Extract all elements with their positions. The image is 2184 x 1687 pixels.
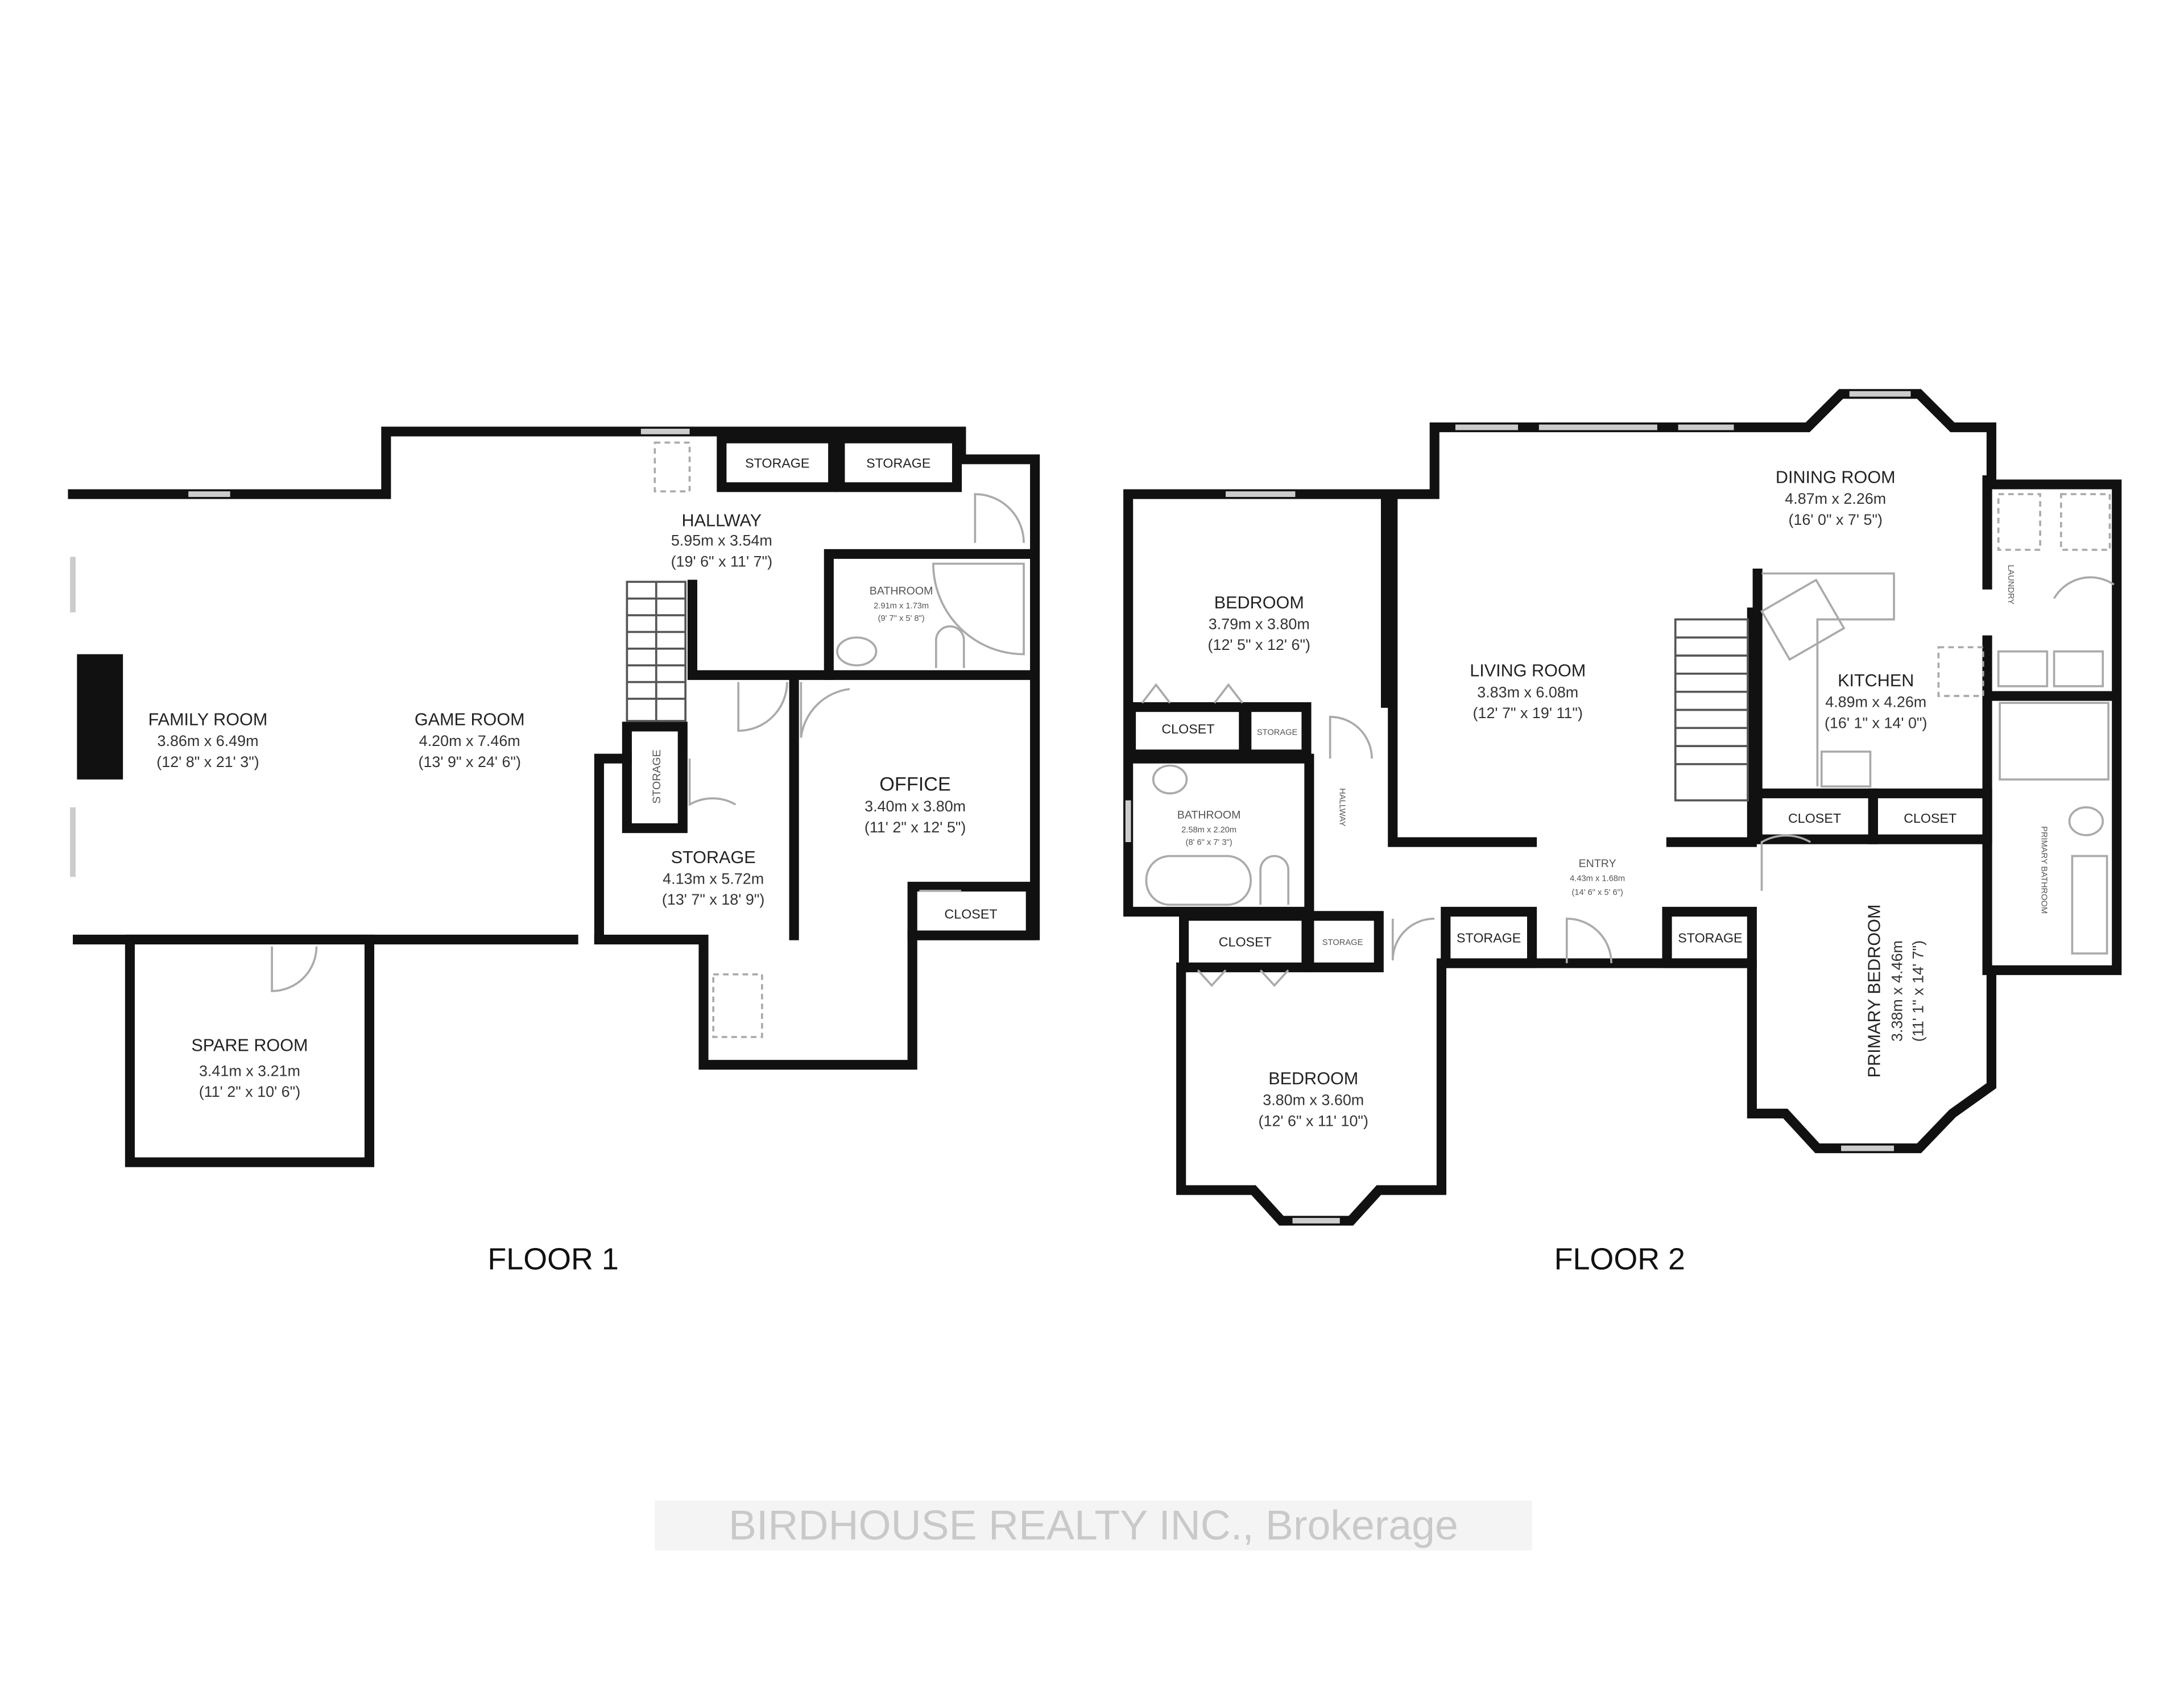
room-name: STORAGE	[1678, 930, 1742, 945]
room-name: STORAGE	[671, 848, 756, 867]
room-imperial: (14' 6" x 5' 6")	[1572, 888, 1623, 897]
room-name: STORAGE	[1322, 938, 1363, 947]
room-imperial: (19' 6" x 11' 7")	[671, 553, 772, 570]
room-imperial: (13' 9" x 24' 6")	[419, 753, 521, 770]
floor-2-label: FLOOR 2	[1554, 1242, 1685, 1276]
storage-walls	[1304, 911, 1384, 972]
room-metric: 4.87m x 2.26m	[1785, 490, 1886, 507]
room-metric: 3.80m x 3.60m	[1263, 1092, 1364, 1109]
room-name: BEDROOM	[1268, 1069, 1358, 1088]
spare-room-walls	[125, 934, 375, 1167]
interior-walls	[1380, 496, 1757, 847]
room-name: HALLWAY	[1338, 788, 1347, 827]
room-name: BEDROOM	[1214, 593, 1304, 612]
room-metric: 3.41m x 3.21m	[199, 1062, 300, 1079]
room-imperial: (12' 5" x 12' 6")	[1208, 636, 1310, 653]
bathroom-walls	[1126, 753, 1314, 917]
room-name: CLOSET	[945, 907, 998, 922]
room-metric: 4.13m x 5.72m	[663, 870, 764, 887]
room-imperial: (11' 2" x 12' 5")	[864, 819, 966, 836]
room-name: STORAGE	[651, 749, 663, 803]
stairs-icon	[626, 581, 687, 722]
room-name: KITCHEN	[1838, 671, 1914, 690]
watermark-background	[655, 1500, 1532, 1551]
room-name: STORAGE	[1457, 930, 1521, 945]
storage-closet	[835, 433, 962, 492]
fireplace	[77, 654, 123, 780]
room-metric: 4.20m x 7.46m	[419, 732, 520, 749]
room-metric: 5.95m x 3.54m	[671, 532, 772, 549]
room-name: GAME ROOM	[415, 710, 525, 729]
storage-walls	[1662, 906, 1757, 968]
room-name: OFFICE	[879, 773, 951, 795]
room-imperial: (16' 0" x 7' 5")	[1789, 511, 1883, 528]
bathtub-icon	[1999, 702, 2109, 781]
room-metric: 3.40m x 3.80m	[864, 798, 966, 815]
door-icon	[271, 441, 1025, 1038]
closet-walls	[1868, 788, 1992, 844]
room-metric: 2.91m x 1.73m	[874, 602, 929, 611]
room-metric: 3.79m x 3.80m	[1209, 616, 1310, 633]
room-imperial: (16' 1" x 14' 0")	[1825, 714, 1927, 731]
storage-small-walls	[622, 722, 688, 834]
room-name: STORAGE	[745, 456, 809, 471]
toilet-icon	[1259, 855, 1290, 905]
room-name: HALLWAY	[682, 511, 762, 530]
room-imperial: (11' 1" x 14' 7")	[1909, 940, 1926, 1042]
room-name: ENTRY	[1579, 857, 1616, 870]
room-imperial: (13' 7" x 18' 9")	[662, 891, 764, 908]
floor-1-plan: FAMILY ROOM 3.86m x 6.49m (12' 8" x 21' …	[68, 426, 1040, 1276]
vanity-icon	[2071, 855, 2108, 955]
room-imperial: (12' 6" x 11' 10")	[1259, 1112, 1368, 1129]
room-name: PRIMARY BEDROOM	[1865, 905, 1884, 1078]
storage-closet	[717, 433, 838, 492]
room-name: FAMILY ROOM	[148, 710, 268, 729]
room-imperial: (12' 7" x 19' 11")	[1473, 704, 1583, 722]
room-metric: 4.43m x 1.68m	[1570, 874, 1625, 884]
room-name: LIVING ROOM	[1470, 661, 1586, 681]
room-name: BATHROOM	[1177, 809, 1241, 821]
room-metric: 3.83m x 6.08m	[1477, 683, 1578, 701]
room-name: BATHROOM	[870, 585, 933, 597]
room-metric: 3.86m x 6.49m	[158, 732, 259, 749]
room-imperial: (8' 6" x 7' 3")	[1186, 838, 1232, 847]
room-name: CLOSET	[1161, 722, 1214, 736]
room-name: LAUNDRY	[2006, 565, 2015, 604]
room-imperial: (9' 7" x 5' 8")	[878, 614, 925, 623]
watermark: BIRDHOUSE REALTY INC., Brokerage	[729, 1502, 1458, 1549]
floor-1-labels: FAMILY ROOM 3.86m x 6.49m (12' 8" x 21' …	[148, 456, 998, 1101]
room-metric: 2.58m x 2.20m	[1181, 826, 1236, 835]
interior-walls	[687, 579, 1036, 940]
room-name: STORAGE	[1257, 728, 1298, 737]
room-metric: 4.89m x 4.26m	[1825, 694, 1926, 711]
room-name: PRIMARY BATHROOM	[2040, 826, 2049, 914]
room-metric: 3.38m x 4.46m	[1889, 940, 1906, 1042]
closet-walls	[907, 881, 1036, 940]
floor-1-label: FLOOR 1	[487, 1242, 618, 1276]
floor-2-labels: BEDROOM 3.79m x 3.80m (12' 5" x 12' 6") …	[1161, 467, 2048, 1129]
room-name: CLOSET	[1219, 935, 1272, 950]
room-name: SPARE ROOM	[191, 1035, 308, 1055]
kitchen-island	[1761, 572, 1895, 787]
sink-icon	[1152, 764, 1188, 795]
fixtures	[1141, 493, 2115, 987]
bathtub-icon	[1145, 855, 1252, 906]
storage-walls	[594, 753, 632, 944]
bathroom-walls	[824, 549, 1036, 680]
room-imperial: (12' 8" x 21' 3")	[156, 753, 259, 770]
room-name: CLOSET	[1788, 811, 1841, 826]
room-name: DINING ROOM	[1776, 467, 1896, 487]
sink-icon	[1760, 578, 1846, 661]
stairs-icon	[1674, 618, 1749, 802]
stove-icon	[1820, 751, 1872, 787]
floor-2-plan: BEDROOM 3.79m x 3.80m (12' 5" x 12' 6") …	[1123, 389, 2122, 1276]
room-imperial: (11' 2" x 10' 6")	[199, 1083, 300, 1100]
storage-walls	[1441, 906, 1537, 968]
room-name: STORAGE	[866, 456, 930, 471]
room-name: CLOSET	[1904, 811, 1956, 826]
